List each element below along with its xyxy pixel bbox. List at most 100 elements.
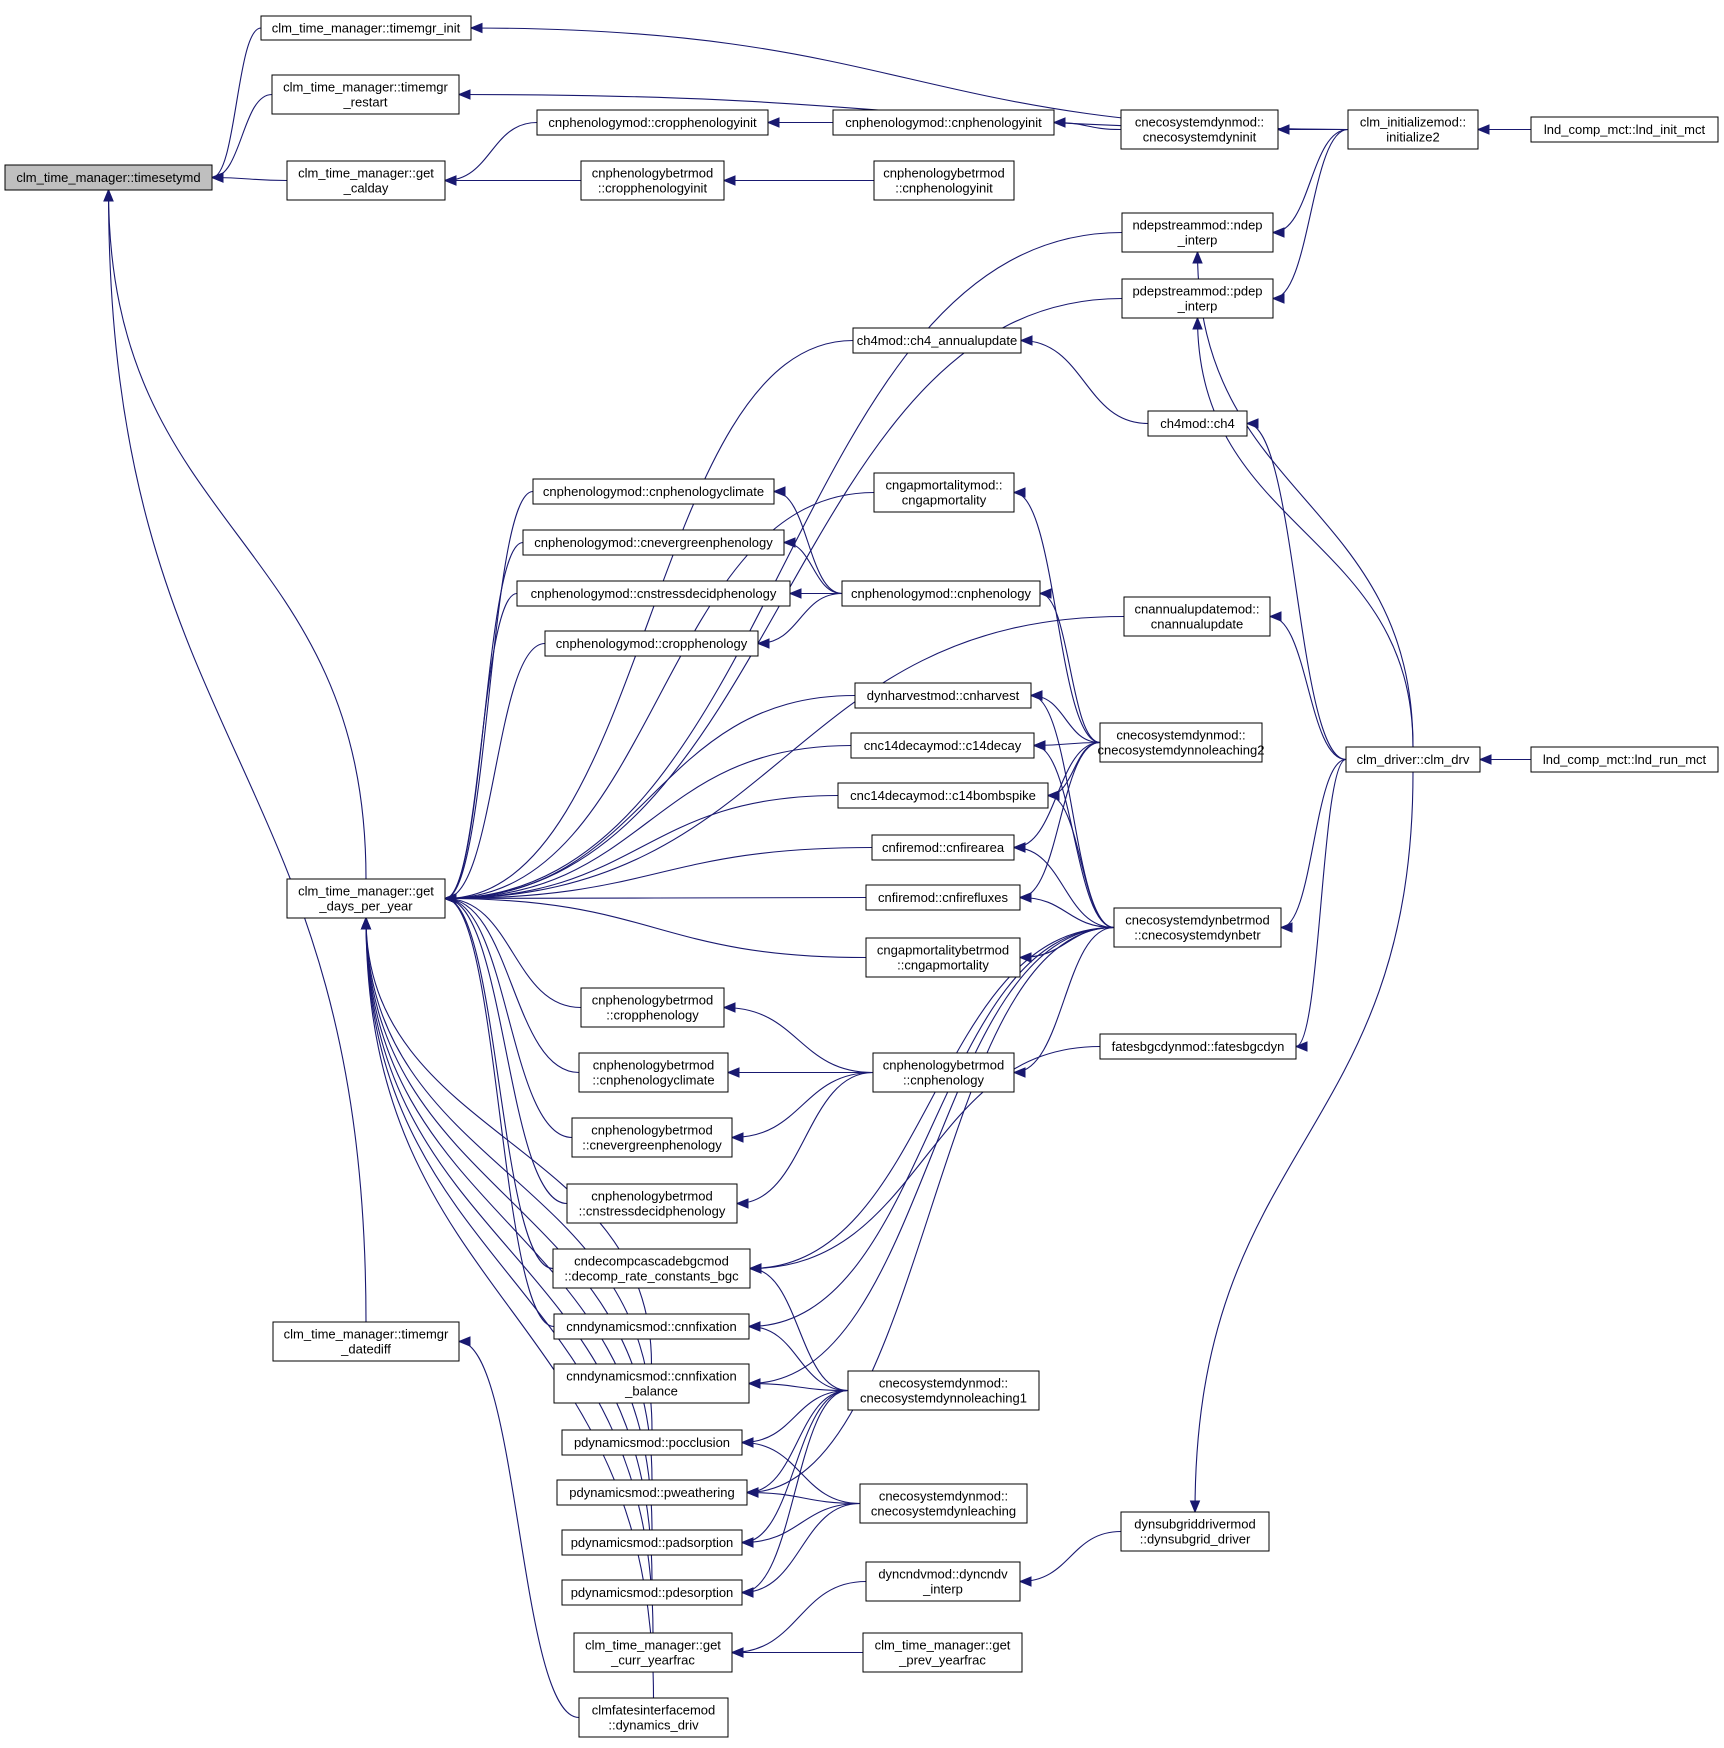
node-label: _calday [343, 181, 389, 196]
node-betr_cnstressdecidphenology[interactable]: cnphenologybetrmod::cnstressdecidphenolo… [566, 1183, 738, 1224]
node-box [260, 15, 472, 41]
node-box [1120, 109, 1279, 150]
edge-cnecosystemdynnoleaching1-to-decomp_rate_constants_bgc [749, 1267, 849, 1392]
edge-arrowhead [740, 1537, 754, 1548]
node-betr_cnphenologyinit[interactable]: cnphenologybetrmod::cnphenologyinit [873, 160, 1015, 201]
node-betr_cnphenologyclimate[interactable]: cnphenologybetrmod::cnphenologyclimate [578, 1052, 729, 1093]
node-label: dynsubgriddrivermod [1134, 1517, 1255, 1532]
node-decomp_rate_constants_bgc[interactable]: cndecompcascadebgcmod::decomp_rate_const… [552, 1248, 751, 1289]
node-label: clm_time_manager::timemgr [283, 80, 448, 95]
node-dynamics_driv[interactable]: clmfatesinterfacemod::dynamics_driv [578, 1697, 729, 1738]
node-ch4_annualupdate[interactable]: ch4mod::ch4_annualupdate [852, 327, 1022, 354]
node-box [1347, 109, 1479, 150]
node-box [1530, 746, 1719, 773]
node-box [272, 1321, 460, 1362]
node-box [578, 1697, 729, 1738]
edge-betr_cnphenologyclimate-to-get_days_per_year [444, 897, 580, 1074]
node-betr_cnphenology[interactable]: cnphenologybetrmod::cnphenology [872, 1052, 1015, 1093]
node-label: ::cnecosystemdynbetr [1134, 928, 1261, 943]
node-box [862, 1632, 1023, 1673]
node-betr_cngapmortality[interactable]: cngapmortalitybetrmod::cngapmortality [865, 937, 1021, 978]
node-ndep_interp[interactable]: ndepstreammod::ndep_interp [1121, 212, 1274, 253]
node-cnecosystemdynleaching[interactable]: cnecosystemdynmod::cnecosystemdynleachin… [859, 1483, 1028, 1524]
node-label: ::cropphenology [606, 1008, 699, 1023]
node-fatesbgcdyn[interactable]: fatesbgcdynmod::fatesbgcdyn [1099, 1033, 1297, 1060]
node-box [566, 1183, 738, 1224]
node-timemgr_restart[interactable]: clm_time_manager::timemgr_restart [271, 74, 460, 115]
node-cnevergreenphenology[interactable]: cnphenologymod::cnevergreenphenology [522, 529, 785, 556]
node-cnphenology[interactable]: cnphenologymod::cnphenology [841, 580, 1041, 607]
node-box [1147, 410, 1248, 437]
node-box [516, 580, 791, 607]
node-get_days_per_year[interactable]: clm_time_manager::get_days_per_year [286, 878, 446, 919]
node-cnstressdecidphenology[interactable]: cnphenologymod::cnstressdecidphenology [516, 580, 791, 607]
node-cnecosystemdyninit[interactable]: cnecosystemdynmod::cnecosystemdyninit [1120, 109, 1279, 150]
node-label: clm_time_manager::timemgr_init [272, 21, 461, 36]
node-cnecosystemdynbetr[interactable]: cnecosystemdynbetrmod::cnecosystemdynbet… [1113, 907, 1282, 948]
node-cngapmortality[interactable]: cngapmortalitymod::cngapmortality [873, 472, 1015, 513]
edge-arrowhead [1038, 588, 1052, 599]
edge-arrowhead [730, 1132, 744, 1143]
node-cnnfixation_balance[interactable]: cnndynamicsmod::cnnfixation_balance [553, 1363, 750, 1404]
node-dynsubgrid_driver[interactable]: dynsubgriddrivermod::dynsubgrid_driver [1120, 1511, 1270, 1552]
node-pdep_interp[interactable]: pdepstreammod::pdep_interp [1121, 278, 1274, 319]
node-cropphenologyinit[interactable]: cnphenologymod::cropphenologyinit [536, 109, 769, 136]
node-lnd_init_mct[interactable]: lnd_comp_mct::lnd_init_mct [1530, 116, 1719, 143]
node-timesetymd[interactable]: clm_time_manager::timesetymd [4, 164, 213, 191]
edge-arrowhead [747, 1321, 761, 1332]
node-betr_cropphenology[interactable]: cnphenologybetrmod::cropphenology [580, 987, 725, 1028]
node-cnfirefluxes[interactable]: cnfiremod::cnfirefluxes [865, 884, 1021, 911]
edge-arrowhead [469, 22, 483, 34]
edge-cnecosystemdynbetr-to-betr_cnphenology [1013, 926, 1115, 1074]
node-cnharvest[interactable]: dynharvestmod::cnharvest [854, 682, 1032, 709]
node-get_curr_yearfrac[interactable]: clm_time_manager::get_curr_yearfrac [573, 1632, 733, 1673]
node-lnd_run_mct[interactable]: lnd_comp_mct::lnd_run_mct [1530, 746, 1719, 773]
node-c14bombspike[interactable]: cnc14decaymod::c14bombspike [837, 782, 1049, 809]
edge-arrowhead [1029, 690, 1043, 701]
node-cnnfixation[interactable]: cnndynamicsmod::cnnfixation [553, 1313, 750, 1340]
node-timemgr_init[interactable]: clm_time_manager::timemgr_init [260, 15, 472, 41]
node-pweathering[interactable]: pdynamicsmod::pweathering [556, 1479, 748, 1506]
node-cnecosystemdynnoleaching1[interactable]: cnecosystemdynmod::cnecosystemdynnoleach… [847, 1370, 1040, 1411]
node-cnphenologyclimate[interactable]: cnphenologymod::cnphenologyclimate [532, 478, 775, 505]
node-box [571, 1117, 733, 1158]
node-betr_cnevergreenphenology[interactable]: cnphenologybetrmod::cnevergreenphenology [571, 1117, 733, 1158]
node-label: clm_initializemod:: [1360, 115, 1466, 130]
edge-arrowhead [1018, 892, 1032, 903]
node-initialize2[interactable]: clm_initializemod::initialize2 [1347, 109, 1479, 150]
node-pdesorption[interactable]: pdynamicsmod::pdesorption [561, 1579, 743, 1606]
node-ch4[interactable]: ch4mod::ch4 [1147, 410, 1248, 437]
edge-betr_cnphenology-to-betr_cropphenology [723, 1006, 874, 1074]
node-label: clm_time_manager::timemgr [284, 1327, 449, 1342]
node-pocclusion[interactable]: pdynamicsmod::pocclusion [561, 1429, 743, 1456]
node-cropphenology[interactable]: cnphenologymod::cropphenology [544, 630, 759, 657]
edge-initialize2-to-ndep_interp [1272, 128, 1349, 234]
node-cnannualupdate[interactable]: cnannualupdatemod::cnannualupdate [1123, 596, 1271, 637]
edge-arrowhead [1019, 335, 1033, 346]
node-dyncndv_interp[interactable]: dyncndvmod::dyncndv_interp [865, 1561, 1021, 1602]
node-box [561, 1579, 743, 1606]
node-box [841, 580, 1041, 607]
node-box [1120, 1511, 1270, 1552]
node-label: cnndynamicsmod::cnnfixation [566, 1369, 737, 1384]
node-box [553, 1363, 750, 1404]
node-cnecosystemdynnoleaching2[interactable]: cnecosystemdynmod::cnecosystemdynnoleach… [1098, 722, 1265, 763]
node-clm_drv[interactable]: clm_driver::clm_drv [1345, 746, 1481, 773]
edge-arrowhead [1271, 293, 1285, 304]
edge-arrowhead [722, 1002, 736, 1013]
edge-cnfirearea-to-get_days_per_year [444, 846, 873, 900]
node-betr_cropphenologyinit[interactable]: cnphenologybetrmod::cropphenologyinit [580, 160, 725, 201]
node-padsorption[interactable]: pdynamicsmod::padsorption [561, 1529, 743, 1556]
node-get_calday[interactable]: clm_time_manager::get_calday [286, 160, 446, 201]
node-box [873, 472, 1015, 513]
node-cnphenologyinit[interactable]: cnphenologymod::cnphenologyinit [832, 109, 1055, 136]
node-get_prev_yearfrac[interactable]: clm_time_manager::get_prev_yearfrac [862, 1632, 1023, 1673]
node-c14decay[interactable]: cnc14decaymod::c14decay [850, 732, 1035, 759]
edge-cnecosystemdynbetr-to-cnfirearea [1013, 846, 1115, 929]
node-cnfirearea[interactable]: cnfiremod::cnfirearea [871, 834, 1015, 861]
edge-cnecosystemdynbetr-to-cnnfixation_balance [748, 926, 1115, 1385]
node-label: cnphenologybetrmod [591, 1189, 712, 1204]
node-label: ::dynamics_driv [608, 1718, 699, 1733]
node-label: _interp [1177, 299, 1218, 314]
node-timemgr_datediff[interactable]: clm_time_manager::timemgr_datediff [272, 1321, 460, 1362]
